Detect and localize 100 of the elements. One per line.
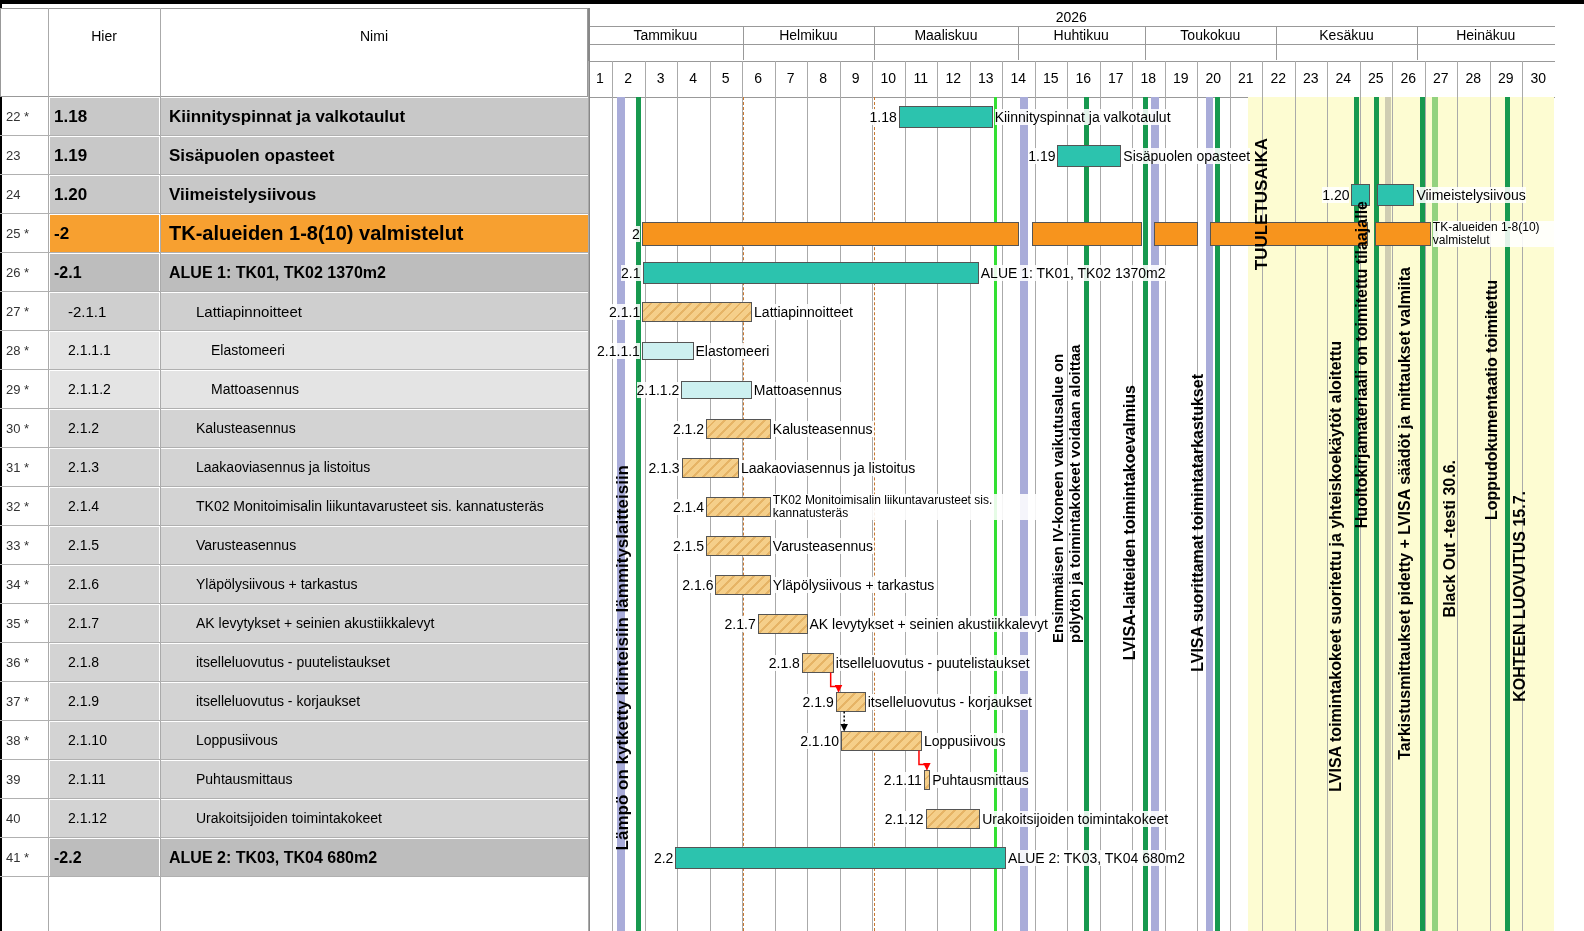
week-number: 15 xyxy=(1041,69,1060,88)
wbs-number: -2 xyxy=(50,215,159,252)
wbs-number: 2.1.6 xyxy=(50,566,159,603)
milestone-label: LVISA-laitteiden toimintakoevalmius xyxy=(1121,385,1140,661)
wbs-number: 2.1.1.1 xyxy=(50,332,159,369)
row-number: 39 xyxy=(6,771,21,789)
task-bar xyxy=(681,457,739,478)
month-label: Heinäkuu xyxy=(1455,27,1517,44)
week-number: 23 xyxy=(1301,69,1320,88)
task-id-label: 2.1 xyxy=(621,264,641,281)
task-id-label: 2.1.8 xyxy=(768,654,800,671)
task-id-label: 1.19 xyxy=(1028,147,1056,164)
task-name: Varusteasennus xyxy=(161,527,588,564)
week-number: 12 xyxy=(944,69,963,88)
wbs-number: 2.1.12 xyxy=(50,800,159,837)
milestone-label: Black Out -testi 30.6. xyxy=(1440,460,1459,618)
task-id-label: 2 xyxy=(632,225,640,242)
task-bar xyxy=(801,652,834,673)
week-number: 25 xyxy=(1366,69,1385,88)
week-number: 19 xyxy=(1171,69,1190,88)
wbs-number: 1.18 xyxy=(50,98,159,135)
wbs-number: 2.1.7 xyxy=(50,605,159,642)
week-number: 14 xyxy=(1009,69,1028,88)
week-number: 22 xyxy=(1269,69,1288,88)
task-name-label: Puhtausmittaus xyxy=(932,771,1029,788)
week-number: 10 xyxy=(879,69,898,88)
row-number: 36 * xyxy=(6,654,30,672)
task-name: itselleluovutus - puutelistaukset xyxy=(161,644,588,681)
wbs-number: 2.1.8 xyxy=(50,644,159,681)
wbs-number: 2.1.5 xyxy=(50,527,159,564)
week-number: 21 xyxy=(1236,69,1255,88)
milestone-label: Lämpö on kytketty kiinteisiin lämmityslaitteisiin xyxy=(613,465,633,851)
task-bar xyxy=(925,808,981,829)
milestone-label: LVISA toimintakokeet suoritettu ja yhteiskoekäytöt aloitettu xyxy=(1327,341,1346,792)
task-id-label: 2.1.4 xyxy=(672,498,705,515)
task-bar xyxy=(706,535,771,556)
month-label: Toukokuu xyxy=(1179,27,1242,44)
task-id-label: 2.1.9 xyxy=(802,693,834,710)
task-name-label: Loppusiivous xyxy=(923,732,1006,749)
milestone-label: Huoltokirjamateriaali on toimitettu tilaajalle xyxy=(1352,201,1371,529)
column-header: Hier xyxy=(90,28,118,44)
row-number: 34 * xyxy=(6,576,30,594)
dependency-arrow xyxy=(829,671,843,693)
wbs-number: -2.1 xyxy=(50,254,159,291)
summary-bar xyxy=(642,261,979,284)
task-name-label: Lattiapinnoitteet xyxy=(754,303,853,320)
summary-bar xyxy=(898,105,993,128)
task-name: TK-alueiden 1-8(10) valmistelut xyxy=(161,215,588,252)
week-number: 11 xyxy=(912,69,929,88)
wbs-number: -2.2 xyxy=(50,839,159,876)
row-number: 33 * xyxy=(6,537,30,555)
month-label: Kesäkuu xyxy=(1318,27,1375,44)
task-name-label: Mattoasennus xyxy=(753,381,842,398)
week-number: 17 xyxy=(1106,69,1125,88)
row-number: 32 * xyxy=(6,498,30,516)
row-number: 38 * xyxy=(6,732,30,750)
task-name: Loppusiivous xyxy=(161,722,588,759)
week-number: 7 xyxy=(785,69,796,88)
week-number: 16 xyxy=(1074,69,1093,88)
task-name-label: Sisäpuolen opasteet xyxy=(1123,147,1251,164)
task-name-label: ALUE 2: TK03, TK04 680m2 xyxy=(1008,849,1185,866)
dependency-arrow xyxy=(840,710,849,732)
task-id-label: 2.1.7 xyxy=(724,615,756,632)
milestone-label: TUULETUSAIKA xyxy=(1252,138,1272,271)
row-number: 25 * xyxy=(6,225,30,243)
task-bar xyxy=(706,418,771,439)
task-id-label: 2.1.6 xyxy=(682,576,714,593)
week-number: 2 xyxy=(623,69,634,88)
wbs-number: 2.1.3 xyxy=(50,449,159,486)
month-label: Tammikuu xyxy=(632,27,699,44)
task-name-label: Urakoitsijoiden toimintakokeet xyxy=(982,810,1169,827)
task-name: Puhtausmittaus xyxy=(161,761,588,798)
row-number: 26 * xyxy=(6,264,30,282)
task-id-label: 2.1.3 xyxy=(648,459,680,476)
row-number: 35 * xyxy=(6,615,30,633)
week-number: 5 xyxy=(720,69,731,88)
task-bar xyxy=(841,730,922,751)
row-number: 40 xyxy=(6,810,21,828)
task-bar xyxy=(715,574,771,595)
task-id-label: 2.1.1.1 xyxy=(597,342,640,359)
milestone-label: Loppudokumentaatio toimitettu xyxy=(1483,280,1502,520)
task-bar xyxy=(923,769,931,790)
task-id-label: 2.1.1 xyxy=(609,303,641,320)
task-name: Elastomeeri xyxy=(161,332,588,369)
task-name: Urakoitsijoiden toimintakokeet xyxy=(161,800,588,837)
task-id-label: 2.1.11 xyxy=(883,771,922,788)
milestone-label: Tarkistusmittaukset pidetty + LVISA säädöt ja mittaukset valmiita xyxy=(1395,267,1414,760)
task-name-label: itselleluovutus - puutelistaukset xyxy=(835,654,1030,671)
week-number: 1 xyxy=(595,69,605,88)
week-number: 28 xyxy=(1464,69,1483,88)
milestone-label: KOHTEEN LUOVUTUS 15.7. xyxy=(1511,491,1530,702)
month-label: Maaliskuu xyxy=(913,27,979,44)
task-name-label: AK levytykset + seinien akustiikkalevyt xyxy=(809,615,1048,632)
task-name-label: Elastomeeri xyxy=(695,342,770,359)
task-bar xyxy=(757,613,808,634)
task-id-label: 2.1.2 xyxy=(672,420,705,437)
year-label: 2026 xyxy=(1054,9,1088,25)
wbs-number: 2.1.1.2 xyxy=(50,371,159,408)
wbs-number: -2.1.1 xyxy=(50,293,159,330)
task-bar xyxy=(706,496,771,517)
